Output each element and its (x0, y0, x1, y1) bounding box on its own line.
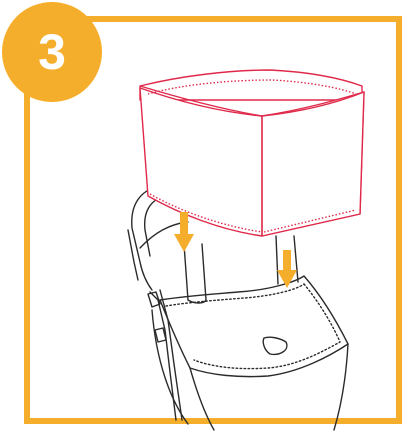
basket-drawing (140, 70, 364, 236)
down-arrow-icon (277, 250, 297, 288)
down-arrow-icon (174, 212, 194, 252)
